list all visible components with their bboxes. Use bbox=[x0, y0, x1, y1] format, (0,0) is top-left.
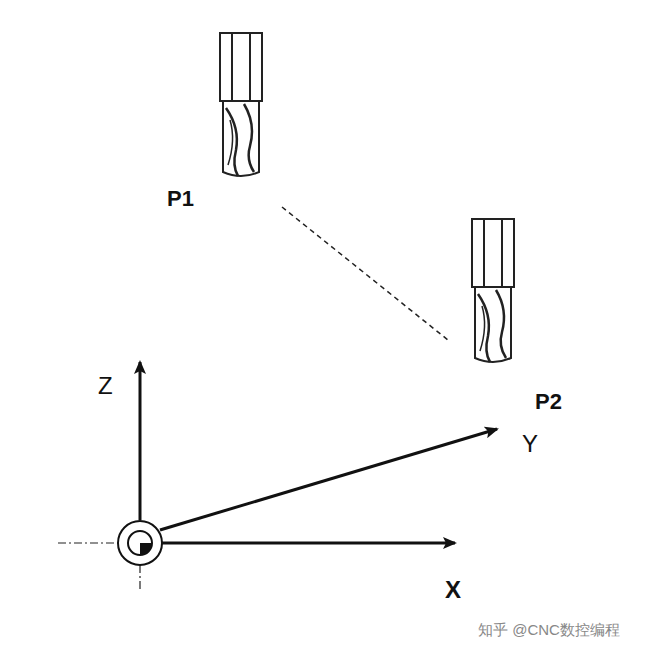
watermark: 知乎 @CNC数控编程 bbox=[478, 622, 620, 637]
end-mill bbox=[220, 33, 262, 176]
tool-path bbox=[282, 207, 448, 340]
point-label: P2 bbox=[535, 391, 562, 413]
end-mill bbox=[472, 219, 514, 362]
axis-label: Z bbox=[98, 374, 113, 398]
z-axis bbox=[139, 362, 142, 520]
x-axis bbox=[160, 542, 455, 545]
point-label: P1 bbox=[167, 188, 194, 210]
y-axis bbox=[160, 429, 497, 530]
axis-label: Y bbox=[522, 432, 538, 456]
axis-label: X bbox=[445, 578, 461, 602]
origin-symbol bbox=[118, 521, 162, 565]
x-axis-centerline bbox=[58, 542, 118, 543]
z-axis-centerline bbox=[139, 565, 140, 590]
